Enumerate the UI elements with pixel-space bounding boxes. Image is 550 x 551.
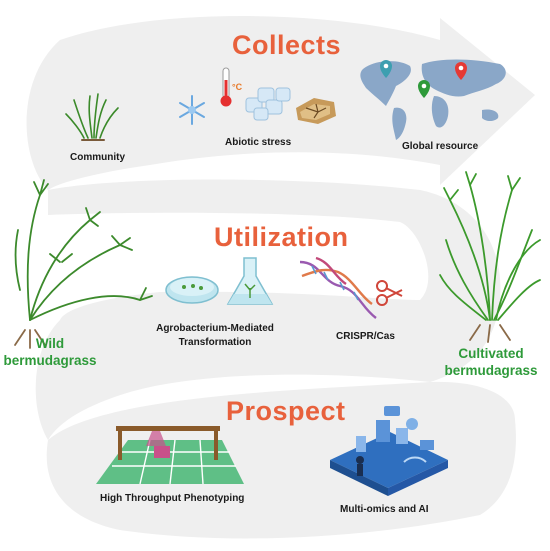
- caption-agrobacterium-line1: Agrobacterium-Mediated: [156, 323, 274, 334]
- community-grass-icon: [65, 93, 119, 141]
- label-wild-line1: Wild: [35, 336, 65, 351]
- dna-helix-icon: [299, 256, 377, 319]
- section-title-prospect: Prospect: [226, 396, 346, 426]
- multi-omics-ai-icon: [330, 406, 448, 496]
- bottom-arrow-band: [46, 381, 516, 539]
- caption-global-resource: Global resource: [402, 141, 479, 152]
- cycle-arrow: [26, 16, 535, 539]
- caption-crispr: CRISPR/Cas: [336, 331, 395, 342]
- label-cultivated-line2: bermudagrass: [444, 363, 538, 378]
- world-map-icon: [360, 59, 506, 140]
- petri-dish-icon: [165, 276, 219, 304]
- flask-icon: [226, 257, 274, 305]
- section-title-utilization: Utilization: [214, 222, 349, 252]
- ice-cubes-icon: [245, 87, 291, 121]
- thermometer-icon: °C: [220, 67, 243, 107]
- phenotyping-platform-icon: [96, 426, 244, 485]
- label-cultivated-line1: Cultivated: [458, 346, 524, 361]
- cultivated-bermudagrass-plant-icon: [439, 171, 541, 343]
- caption-multi-omics-ai: Multi-omics and AI: [340, 504, 429, 515]
- dry-soil-icon: [296, 98, 336, 124]
- scissors-icon: [376, 280, 403, 306]
- wild-bermudagrass-plant-icon: [14, 179, 153, 349]
- middle-arrow-band: [35, 179, 501, 440]
- caption-abiotic-stress: Abiotic stress: [225, 137, 292, 148]
- snowflake-icon: [179, 95, 205, 125]
- caption-high-throughput-phenotyping: High Throughput Phenotyping: [100, 493, 245, 504]
- svg-text:°C: °C: [232, 82, 243, 92]
- label-wild-line2: bermudagrass: [3, 353, 97, 368]
- caption-community: Community: [70, 152, 125, 163]
- caption-agrobacterium-line2: Transformation: [178, 337, 252, 348]
- map-pin-icon: [380, 60, 467, 98]
- section-title-collects: Collects: [232, 30, 342, 60]
